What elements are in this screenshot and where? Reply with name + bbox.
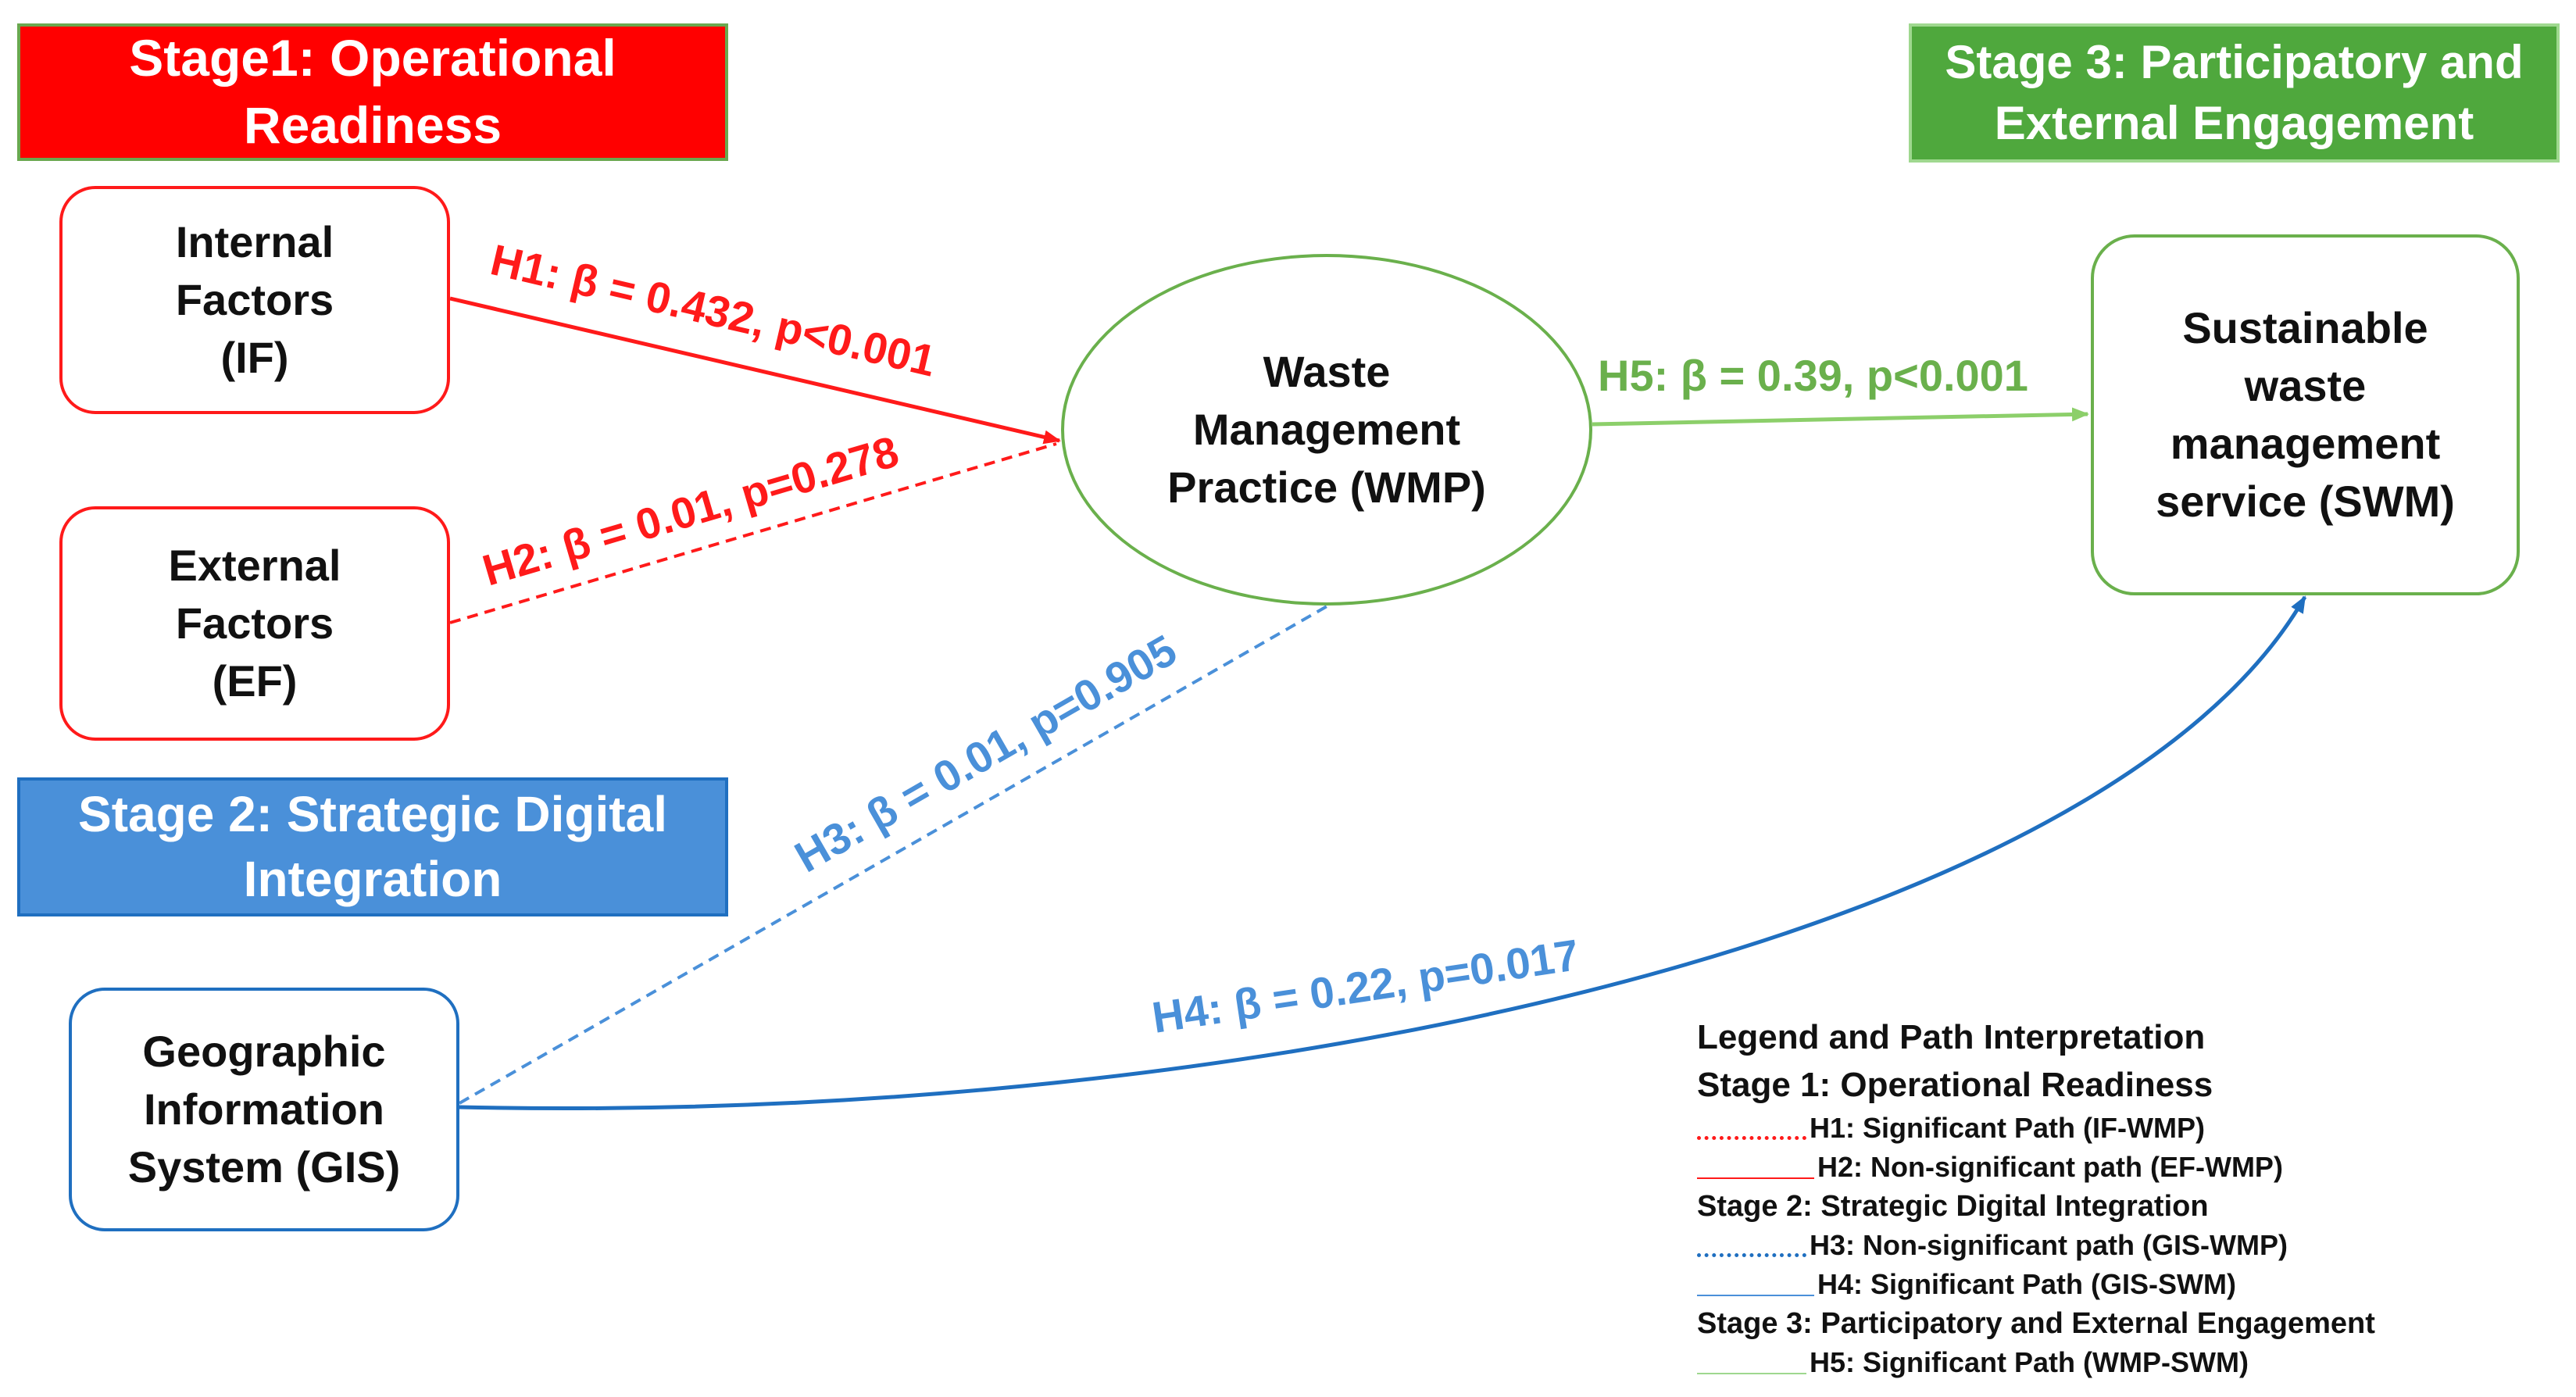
legend-item-h1: H1: Significant Path (IF-WMP) [1697,1109,2541,1148]
legend-h2-text: H2: Non-significant path (EF-WMP) [1817,1151,2283,1183]
legend-title: Legend and Path Interpretation [1697,1018,2206,1056]
stage2-banner: Stage 2: Strategic Digital Integration [17,777,728,916]
path-h4-arrow [459,595,2307,1110]
path-h1-arrow [449,296,1061,445]
node-swm-label: Sustainable waste management service (SW… [2156,303,2455,526]
node-gis-label: Geographic Information System (GIS) [127,1027,401,1192]
stage3-title: Stage 3: Participatory and External Enga… [1945,36,2524,149]
path-h5-label: H5: β = 0.39, p<0.001 [1598,351,2028,400]
node-internal-factors: Internal Factors (IF) [59,186,450,414]
legend-h1-text: H1: Significant Path (IF-WMP) [1810,1112,2205,1144]
legend: Legend and Path Interpretation Stage 1: … [1697,1013,2541,1382]
legend-swatch-solid-blue [1697,1295,1814,1296]
path-h5-arrow [1592,407,2089,427]
legend-stage1: Stage 1: Operational Readiness [1697,1066,2213,1104]
stage1-title: Stage1: Operational Readiness [129,29,616,154]
node-gis: Geographic Information System (GIS) [69,988,459,1231]
path-h4-label: H4: β = 0.22, p=0.017 [1149,930,1581,1042]
node-ef-label: External Factors (EF) [168,541,341,706]
path-h3-label: H3: β = 0.01, p=0.905 [787,625,1184,881]
legend-stage2: Stage 2: Strategic Digital Integration [1697,1190,2209,1223]
legend-item-h5: H5: Significant Path (WMP-SWM) [1697,1343,2541,1382]
stage2-title: Stage 2: Strategic Digital Integration [78,785,667,907]
path-h2-label: H2: β = 0.01, p=0.278 [477,427,904,595]
legend-swatch-solid-green [1697,1373,1806,1374]
legend-h5-text: H5: Significant Path (WMP-SWM) [1810,1346,2249,1378]
path-h3-arrow [459,604,1329,1105]
stage3-banner: Stage 3: Participatory and External Enga… [1909,23,2560,163]
path-h1-label: H1: β = 0.432, p<0.001 [486,234,940,385]
node-if-label: Internal Factors (IF) [175,217,334,382]
legend-h3-text: H3: Non-significant path (GIS-WMP) [1810,1229,2288,1261]
legend-item-h2: H2: Non-significant path (EF-WMP) [1697,1148,2541,1187]
node-waste-management-practice: Waste Management Practice (WMP) [1061,254,1592,606]
node-wmp-label: Waste Management Practice (WMP) [1167,347,1486,512]
legend-swatch-dotted-blue [1697,1253,1806,1257]
node-external-factors: External Factors (EF) [59,506,450,741]
stage1-banner: Stage1: Operational Readiness [17,23,728,161]
legend-swatch-dotted-red [1697,1136,1806,1140]
node-sustainable-waste-management: Sustainable waste management service (SW… [2091,234,2520,595]
legend-item-h4: H4: Significant Path (GIS-SWM) [1697,1265,2541,1304]
legend-item-h3: H3: Non-significant path (GIS-WMP) [1697,1226,2541,1265]
legend-h4-text: H4: Significant Path (GIS-SWM) [1817,1268,2236,1300]
legend-swatch-solid-red [1697,1177,1814,1179]
path-h2-arrow [449,442,1057,624]
legend-stage3: Stage 3: Participatory and External Enga… [1697,1307,2375,1340]
